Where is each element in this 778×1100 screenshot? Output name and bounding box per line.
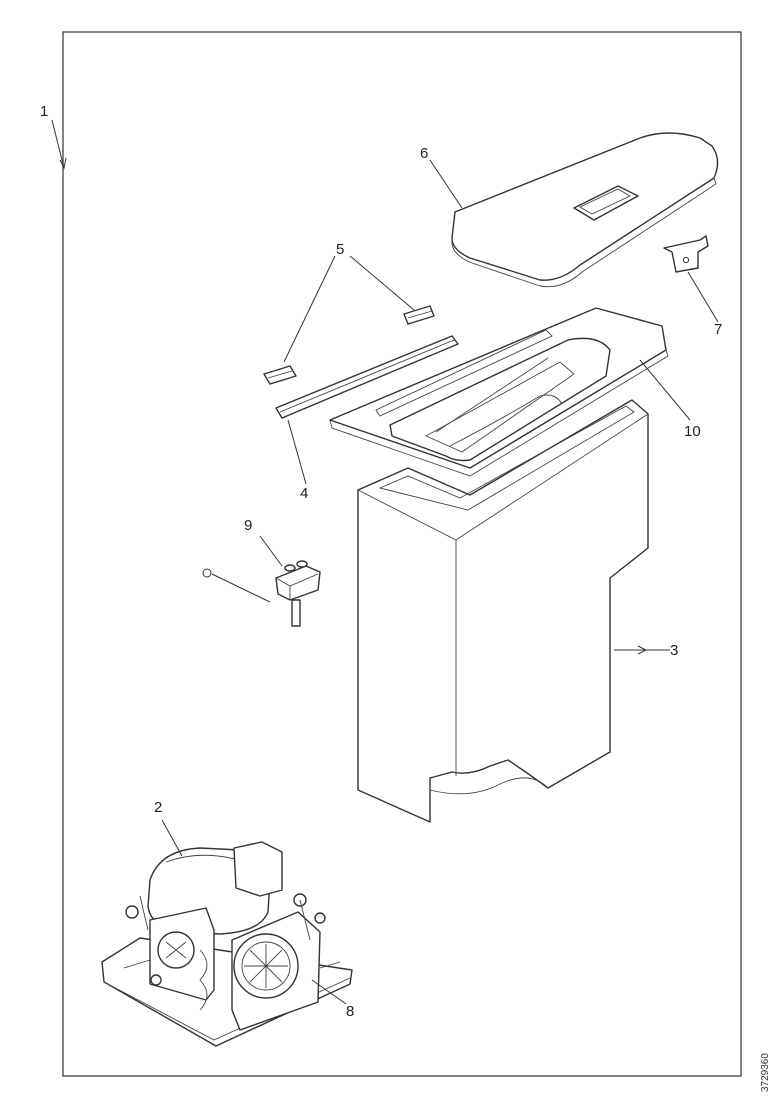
rail-part: [275, 335, 459, 419]
callout-3: 3: [670, 642, 678, 659]
leader-lines: [51, 119, 719, 1005]
clip-part-a: [263, 365, 297, 385]
callout-7: 7: [714, 321, 722, 338]
callout-6: 6: [420, 145, 428, 162]
sensor-marker-ring: [202, 568, 212, 578]
sensor-part: [275, 560, 321, 627]
clip-part-b: [403, 305, 435, 325]
container-body-part: [357, 399, 649, 823]
drawing-code: 3729360: [760, 1053, 771, 1092]
callout-8: 8: [346, 1003, 354, 1020]
callout-9: 9: [244, 517, 252, 534]
compressor-unit-part: [101, 841, 353, 1047]
callout-2: 2: [154, 799, 162, 816]
lid-part: [451, 132, 719, 288]
callout-10: 10: [684, 423, 701, 440]
bracket-part: [663, 235, 709, 273]
callout-1: 1: [40, 103, 48, 120]
gasket-frame-part: [329, 307, 669, 477]
diagram-frame: [62, 31, 742, 1077]
callout-4: 4: [300, 485, 308, 502]
callout-5: 5: [336, 241, 344, 258]
